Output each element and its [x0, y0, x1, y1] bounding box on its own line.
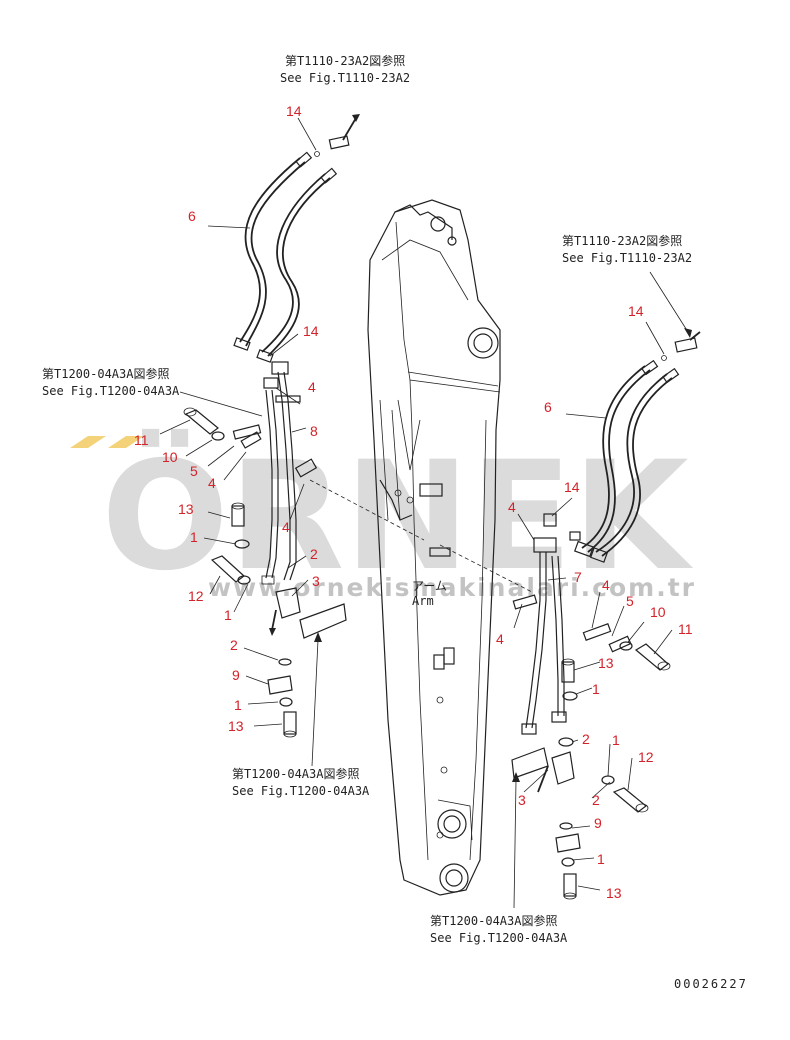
callout-8: 8: [310, 423, 318, 439]
callouts: 14 6 14 4 8 11 10 5 4 4 13 1 2 3 12 1 2 …: [134, 103, 693, 901]
arm-body: [367, 199, 501, 896]
callout-14: 14: [303, 323, 319, 339]
watermark: ÖRNEK www.ornekismakinalari.com.tr: [70, 428, 696, 604]
callout-14: 14: [564, 479, 580, 495]
callout-13: 13: [178, 501, 194, 517]
watermark-accent-icon: [108, 436, 144, 448]
callout-11: 11: [134, 432, 149, 448]
reference-top-en: See Fig.T1110-23A2: [280, 71, 410, 85]
callout-10: 10: [650, 604, 666, 620]
arm-label-en: Arm: [412, 594, 434, 608]
callout-3: 3: [518, 792, 526, 808]
callout-4: 4: [496, 631, 504, 647]
reference-bottom-left-jp: 第T1200-04A3A図参照: [232, 766, 359, 781]
callout-1: 1: [597, 851, 605, 867]
callout-2: 2: [310, 546, 318, 562]
callout-6: 6: [188, 208, 196, 224]
reference-bottom-right-en: See Fig.T1200-04A3A: [430, 931, 568, 945]
callout-4: 4: [508, 499, 516, 515]
callout-3: 3: [312, 573, 320, 589]
callout-1: 1: [612, 732, 620, 748]
callout-12: 12: [638, 749, 654, 765]
callout-14: 14: [628, 303, 644, 319]
callout-9: 9: [594, 815, 602, 831]
callout-6: 6: [544, 399, 552, 415]
callout-4: 4: [282, 519, 290, 535]
callout-12: 12: [188, 588, 204, 604]
reference-left-jp: 第T1200-04A3A図参照: [42, 366, 169, 381]
callout-1: 1: [234, 697, 242, 713]
callout-4: 4: [602, 577, 610, 593]
callout-10: 10: [162, 449, 178, 465]
callout-2: 2: [230, 637, 238, 653]
callout-1: 1: [190, 529, 198, 545]
callout-13: 13: [228, 718, 244, 734]
callout-1: 1: [592, 681, 600, 697]
watermark-url: www.ornekismakinalari.com.tr: [208, 573, 696, 602]
callout-5: 5: [190, 463, 198, 479]
callout-13: 13: [598, 655, 614, 671]
figure-references: 第T1110-23A2図参照 See Fig.T1110-23A2 第T1110…: [42, 53, 748, 991]
reference-bottom-left-en: See Fig.T1200-04A3A: [232, 784, 370, 798]
reference-bottom-right-jp: 第T1200-04A3A図参照: [430, 913, 557, 928]
drawing-number: 00026227: [674, 977, 748, 991]
callout-4: 4: [308, 379, 316, 395]
callout-2: 2: [582, 731, 590, 747]
callout-2: 2: [592, 792, 600, 808]
callout-11: 11: [678, 621, 693, 637]
leader-lines: [159, 117, 692, 909]
reference-right-jp: 第T1110-23A2図参照: [562, 233, 682, 248]
callout-4: 4: [208, 475, 216, 491]
watermark-brand: ÖRNEK: [101, 428, 693, 604]
arm-label-jp: アーム: [412, 579, 447, 593]
callout-5: 5: [626, 593, 634, 609]
watermark-accent-icon: [70, 436, 106, 448]
reference-left-en: See Fig.T1200-04A3A: [42, 384, 180, 398]
callout-9: 9: [232, 667, 240, 683]
left-hose-assembly: [183, 114, 425, 738]
callout-13: 13: [606, 885, 622, 901]
callout-1: 1: [224, 607, 232, 623]
callout-7: 7: [574, 569, 582, 585]
callout-14: 14: [286, 103, 302, 119]
reference-top-jp: 第T1110-23A2図参照: [285, 53, 405, 68]
reference-right-en: See Fig.T1110-23A2: [562, 251, 692, 265]
